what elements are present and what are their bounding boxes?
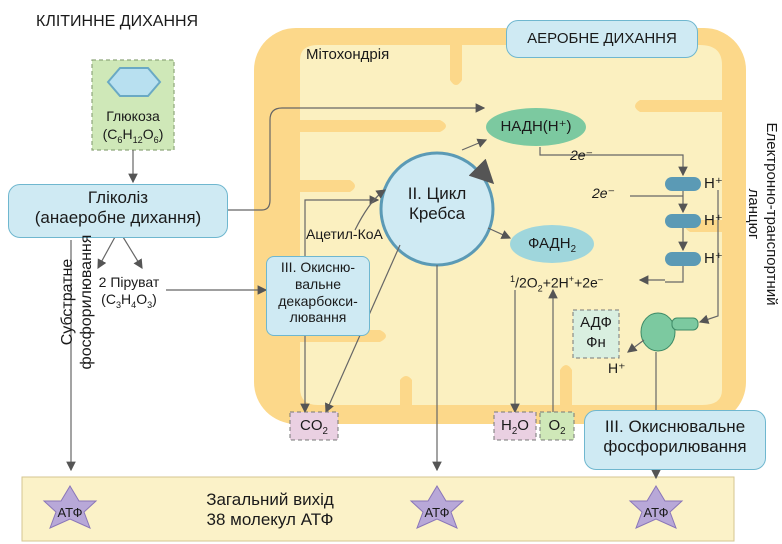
page-title: КЛІТИННЕ ДИХАННЯ (36, 13, 199, 30)
fadh-ellipse (510, 225, 594, 263)
oxidative-phosphorylation-box: ІІІ. Окиснювальне фосфорилювання (584, 410, 766, 470)
oxidative-decarboxylation-box: ІІІ. Окисню- вальне декарбокси- лювання (266, 256, 370, 336)
fadh-label: ФАДН2 (527, 235, 576, 255)
proton-label-2: Н⁺ (704, 212, 723, 229)
etc-proteins (665, 177, 701, 266)
adp-label: АДФ (580, 314, 612, 331)
pyruvate: 2 Піруват (C3H4O3) (84, 274, 174, 311)
nadh-ellipse (486, 108, 586, 146)
glucose-name: Глюкоза (106, 108, 160, 124)
electron-label-1: 2e⁻ (570, 147, 593, 163)
o2-box (539, 411, 575, 441)
pyruvate-formula: (C3H4O3) (101, 290, 157, 310)
atp-label-2: АТФ (424, 505, 450, 520)
o2-label: O2 (548, 417, 566, 437)
co2-box (289, 411, 339, 441)
co2-label: CO2 (300, 417, 328, 437)
electron-label-2: 2e⁻ (592, 185, 615, 201)
etc-label: Електронно-транспортний ланцюг (745, 122, 780, 306)
glucose-formula: (C6H12O6) (102, 126, 164, 145)
total-output: Загальний вихід 38 молекул АТФ (206, 490, 334, 530)
glycolysis-line2: (анаеробне дихання) (34, 208, 202, 228)
atp-stars (42, 485, 684, 529)
h2o-box (493, 411, 537, 441)
proton-label-1: Н⁺ (704, 175, 723, 192)
atp-synthase (640, 312, 699, 352)
atp-label-1: АТФ (57, 505, 83, 520)
glycolysis-line1: Гліколіз (87, 188, 149, 207)
aerobic-label: АЕРОБНЕ ДИХАННЯ (527, 30, 677, 47)
mitochondria-label: Мітохондрія (306, 46, 390, 63)
fn-label: Фн (586, 334, 606, 351)
h-plus-label: Н⁺ (608, 360, 626, 376)
adp-box (572, 309, 620, 359)
pyruvate-label: 2 Піруват (98, 274, 160, 290)
acetyl-coa-label: Ацетил-КоА (306, 226, 383, 242)
bottom-bar (21, 476, 735, 542)
hexagon-icon (106, 67, 162, 97)
aerobic-box: АЕРОБНЕ ДИХАННЯ (506, 20, 698, 58)
krebs-label: ІІ. Цикл Кребса (407, 184, 467, 224)
atp-label-3: АТФ (643, 505, 669, 520)
nadh-label: НАДН(Н⁺) (500, 118, 572, 135)
substrate-phosphorylation-label: Субстратне фосфорилювання (59, 234, 96, 370)
oxygen-reaction: 1/2O2+2H++2e– (510, 274, 603, 294)
proton-label-3: Н⁺ (704, 250, 723, 267)
glycolysis-box: Гліколіз (анаеробне дихання) (8, 184, 228, 238)
h2o-label: H2O (501, 417, 529, 437)
